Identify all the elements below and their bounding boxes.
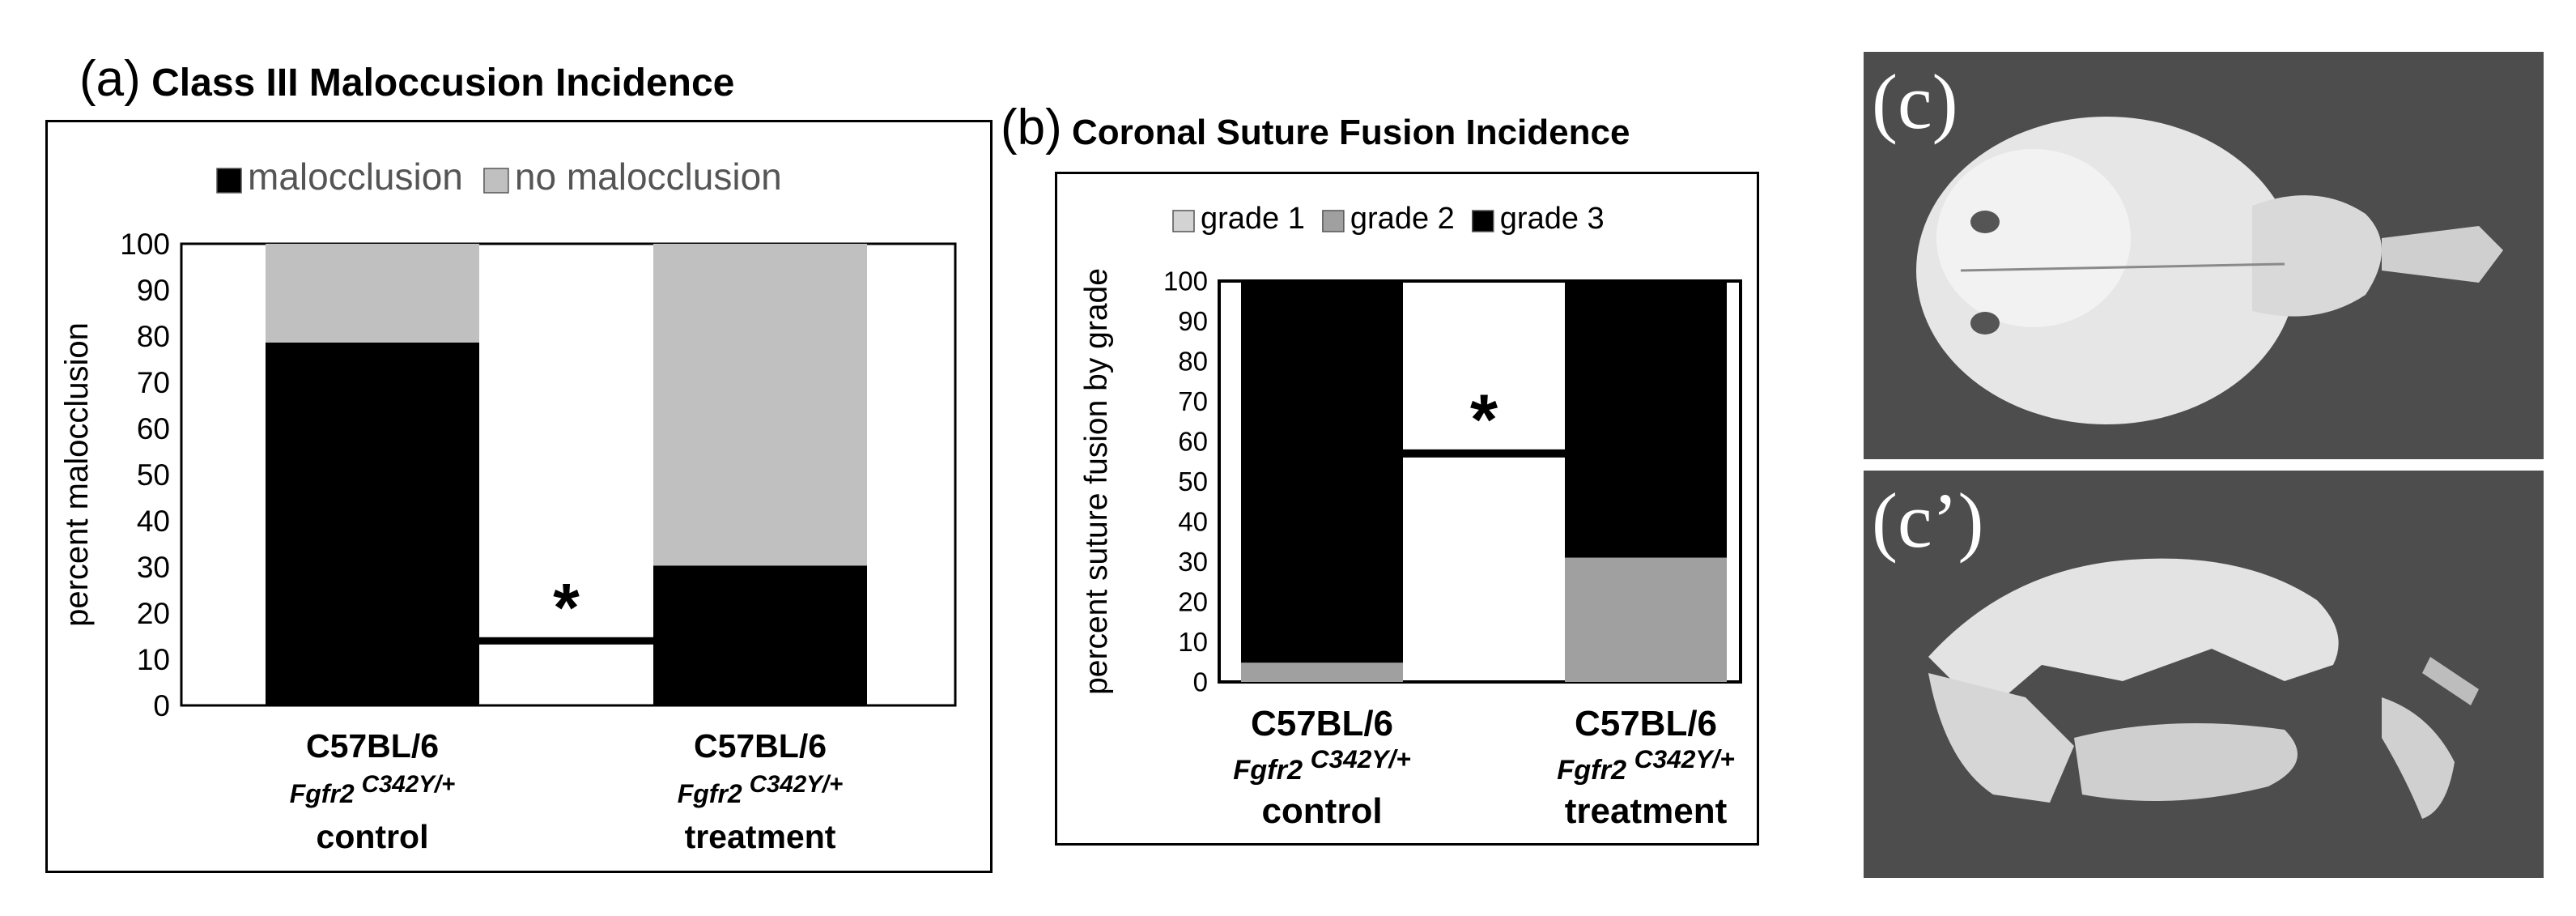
chart-a-ytick-90: 90 [137, 274, 170, 307]
panel-b-title: (b) Coronal Suture Fusion Incidence [1001, 99, 1630, 156]
photo-label-c-prime: (c’) [1872, 477, 1984, 564]
chart-b-ytick-20: 20 [1178, 587, 1208, 617]
chart-b-legend-swatch-1 [1322, 210, 1345, 232]
chart-b-legend-swatch-0 [1172, 210, 1195, 232]
chart-a-bar-0-malocclusion [266, 342, 479, 705]
chart-b-bar-0-grade-2 [1241, 663, 1403, 682]
skull-side-view-image [1928, 558, 2479, 819]
panel-a-title: (a) Class III Maloccusion Incidence [79, 50, 734, 108]
chart-a-legend-label-0: malocclusion [248, 156, 463, 198]
chart-b-legend-label-2: grade 3 [1500, 202, 1605, 236]
chart-a-cat-1-group: treatment [685, 818, 836, 855]
chart-b-bar-0-grade-3 [1241, 281, 1403, 663]
chart-b: grade 1 grade 2 grade 3 0 10 20 30 40 50 60 70 80 90… [1055, 172, 1759, 846]
chart-b-ytick-30: 30 [1178, 547, 1208, 577]
chart-a-cat-1-strain: C57BL/6 [694, 727, 827, 765]
chart-b-ytick-50: 50 [1178, 467, 1208, 496]
chart-b-cat-1-group: treatment [1565, 791, 1728, 831]
chart-b-ytick-90: 90 [1178, 306, 1208, 336]
chart-b-ytick-0: 0 [1193, 667, 1208, 697]
chart-b-legend-swatch-2 [1472, 210, 1494, 232]
skull-photo-side: (c’) [1864, 471, 2544, 878]
chart-b-ytick-40: 40 [1178, 507, 1208, 537]
chart-a-cat-0-genotype: Fgfr2 C342Y/+ [290, 771, 456, 808]
chart-a-ytick-40: 40 [137, 505, 170, 538]
chart-a-legend-swatch-1 [483, 168, 509, 194]
chart-a-legend-label-1: no malocclusion [515, 156, 782, 198]
panel-a-title-text: Class III Maloccusion Incidence [151, 62, 735, 104]
chart-b-cat-0-strain: C57BL/6 [1251, 704, 1393, 743]
chart-b-cat-0-group: control [1261, 791, 1382, 831]
chart-b-ytick-80: 80 [1178, 347, 1208, 377]
chart-b-significance-marker: * [1470, 379, 1498, 459]
chart-b-legend-label-0: grade 1 [1201, 202, 1305, 236]
chart-a-cat-0-strain: C57BL/6 [306, 727, 439, 765]
chart-a-ytick-80: 80 [137, 320, 170, 353]
chart-a-ytick-20: 20 [137, 597, 170, 630]
chart-a-ytick-70: 70 [137, 366, 170, 399]
chart-a-legend-swatch-0 [216, 168, 242, 194]
chart-a-cat-1-genotype: Fgfr2 C342Y/+ [678, 771, 844, 808]
chart-b-cat-1-genotype: Fgfr2 C342Y/+ [1557, 744, 1734, 786]
panel-b-letter: (b) [1001, 100, 1062, 156]
panel-a-letter: (a) [79, 51, 141, 107]
chart-a-ylabel: percent malocclusion [59, 322, 95, 627]
chart-b-ytick-10: 10 [1178, 627, 1208, 657]
chart-a-cat-0-group: control [317, 818, 429, 855]
chart-a-ytick-100: 100 [120, 228, 170, 261]
chart-a-ytick-0: 0 [153, 689, 170, 722]
chart-a-ytick-60: 60 [137, 412, 170, 445]
chart-a: malocclusion no malocclusion 0 10 20 30 40 50 60… [45, 120, 993, 873]
chart-b-legend-label-1: grade 2 [1350, 202, 1455, 236]
chart-b-ytick-100: 100 [1163, 266, 1208, 296]
chart-a-bar-1-no-malocclusion [653, 244, 867, 566]
chart-a-ytick-10: 10 [137, 643, 170, 676]
chart-a-bar-1-malocclusion [653, 565, 867, 705]
chart-b-bar-1-grade-2 [1565, 557, 1727, 682]
photo-label-c: (c) [1872, 58, 1958, 145]
skull-top-view-image [1916, 117, 2503, 424]
chart-a-ytick-30: 30 [137, 551, 170, 584]
chart-b-ytick-60: 60 [1178, 427, 1208, 457]
chart-a-significance-marker: * [553, 569, 580, 645]
chart-b-ytick-70: 70 [1178, 386, 1208, 416]
chart-b-cat-0-genotype: Fgfr2 C342Y/+ [1233, 744, 1410, 786]
chart-b-ylabel: percent suture fusion by grade [1079, 268, 1114, 695]
chart-a-ytick-50: 50 [137, 458, 170, 492]
chart-b-bar-1-grade-3 [1565, 281, 1727, 558]
skull-photo-top: (c) [1864, 52, 2544, 459]
panel-b-title-text: Coronal Suture Fusion Incidence [1072, 113, 1630, 152]
chart-b-cat-1-strain: C57BL/6 [1575, 704, 1717, 743]
chart-a-bar-0-no-malocclusion [266, 244, 479, 343]
